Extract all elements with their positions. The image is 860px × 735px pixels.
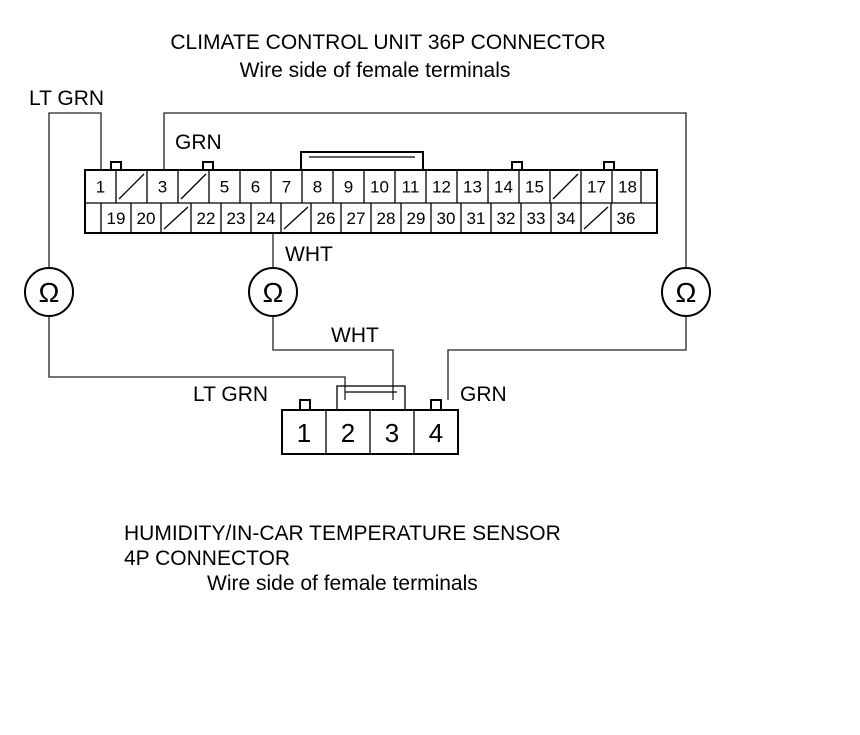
label-grn-bottom: GRN	[460, 383, 507, 406]
unit-top-terminal-14: 14	[494, 178, 513, 197]
unit-top-empty-cavity	[118, 173, 145, 200]
sensor-connector-title-line2: 4P CONNECTOR	[124, 547, 290, 570]
ohmmeter-middle: Ω	[248, 267, 298, 317]
unit-bottom-terminal-33: 33	[527, 209, 546, 228]
sensor-terminal-1: 1	[297, 418, 311, 448]
unit-top-terminal-5: 5	[220, 178, 229, 197]
unit-top-terminal-6: 6	[251, 178, 260, 197]
unit-connector-subtitle: Wire side of female terminals	[240, 59, 511, 82]
unit-top-terminal-3: 3	[158, 178, 167, 197]
label-wht-top: WHT	[285, 243, 333, 266]
unit-connector-title: CLIMATE CONTROL UNIT 36P CONNECTOR	[170, 31, 605, 54]
sensor-terminal-2: 2	[341, 418, 355, 448]
unit-top-terminal-13: 13	[463, 178, 482, 197]
unit-bottom-terminal-31: 31	[467, 209, 486, 228]
sensor-connector-title: HUMIDITY/IN-CAR TEMPERATURE SENSOR	[124, 522, 561, 545]
ohm-icon: Ω	[39, 277, 60, 308]
wire-lt-grn	[48, 112, 346, 400]
unit-bottom-terminal-26: 26	[317, 209, 336, 228]
unit-top-empty-cavity	[180, 173, 207, 200]
ohmmeter-left: Ω	[24, 267, 74, 317]
key-tab	[336, 385, 406, 413]
unit-bottom-terminal-20: 20	[137, 209, 156, 228]
unit-top-terminal-1: 1	[96, 178, 105, 197]
sensor-connector-subtitle: Wire side of female terminals	[207, 572, 478, 595]
label-lt-grn-top: LT GRN	[29, 87, 104, 110]
unit-bottom-empty-cavity	[163, 206, 189, 230]
label-grn-top: GRN	[175, 131, 222, 154]
unit-bottom-terminal-22: 22	[197, 209, 216, 228]
unit-top-terminal-7: 7	[282, 178, 291, 197]
unit-top-terminal-12: 12	[432, 178, 451, 197]
unit-top-terminal-10: 10	[370, 178, 389, 197]
unit-bottom-terminal-24: 24	[257, 209, 276, 228]
unit-bottom-terminal-32: 32	[497, 209, 516, 228]
label-lt-grn-bottom: LT GRN	[193, 383, 268, 406]
unit-bottom-terminal-19: 19	[107, 209, 126, 228]
unit-top-empty-cavity	[552, 173, 579, 200]
label-wht-bottom: WHT	[331, 324, 379, 347]
unit-bottom-terminal-27: 27	[347, 209, 366, 228]
sensor-terminal-3: 3	[385, 418, 399, 448]
unit-bottom-terminal-34: 34	[557, 209, 576, 228]
unit-top-terminal-15: 15	[525, 178, 544, 197]
unit-bottom-terminal-28: 28	[377, 209, 396, 228]
unit-top-terminal-8: 8	[313, 178, 322, 197]
wire-grn	[163, 112, 687, 400]
unit-bottom-empty-cavity	[283, 206, 309, 230]
unit-bottom-empty-cavity	[583, 206, 609, 230]
sensor-terminal-4: 4	[429, 418, 443, 448]
ohmmeter-right: Ω	[661, 267, 711, 317]
unit-top-terminal-18: 18	[618, 178, 637, 197]
unit-bottom-terminal-29: 29	[407, 209, 426, 228]
unit-bottom-terminal-30: 30	[437, 209, 456, 228]
ohm-icon: Ω	[676, 277, 697, 308]
unit-top-terminal-11: 11	[402, 178, 420, 197]
wire-wht	[272, 233, 394, 400]
unit-bottom-terminal-36: 36	[617, 209, 636, 228]
unit-bottom-terminal-23: 23	[227, 209, 246, 228]
unit-top-terminal-9: 9	[344, 178, 353, 197]
ohm-icon: Ω	[263, 277, 284, 308]
unit-top-terminal-17: 17	[587, 178, 606, 197]
